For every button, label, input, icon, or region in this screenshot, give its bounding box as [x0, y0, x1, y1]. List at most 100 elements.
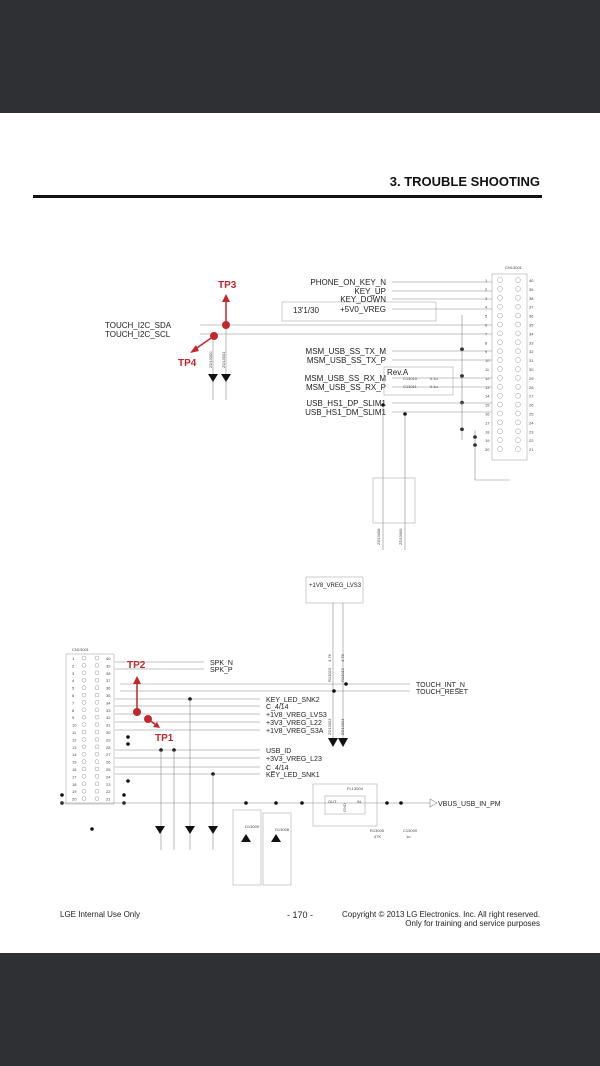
tp4-label: TP4 [178, 358, 197, 369]
pin-number: 38 [529, 296, 534, 301]
pin-pad [497, 312, 503, 319]
pin-number: 19 [72, 789, 77, 794]
pin-pad [81, 759, 87, 764]
header-rule [33, 195, 542, 198]
footer-copyright: Copyright © 2013 LG Electronics. Inc. Al… [342, 910, 540, 928]
pin-pad [94, 670, 100, 676]
pin-pad [81, 781, 87, 787]
pin-pad [94, 751, 100, 757]
page-number: - 170 - [287, 910, 314, 920]
pin-pad [81, 655, 87, 661]
bottom-signal-label: SPK_N [210, 660, 233, 667]
pin-number: 40 [106, 656, 111, 661]
pin-number: 27 [529, 394, 534, 399]
filter-ref: FL13004 [347, 786, 364, 791]
pin-number: 6 [72, 693, 75, 698]
pin-number: 20 [485, 447, 490, 452]
pin-number: 39 [106, 663, 111, 668]
pin-number: 34 [529, 331, 534, 336]
pin-pad [515, 295, 521, 301]
diode-d13009: D13009 [245, 824, 260, 829]
junction-dot [60, 793, 64, 797]
pin-pad [497, 428, 503, 435]
pin-number: 5 [485, 314, 488, 319]
r13005-val: 47K [374, 834, 381, 839]
pin-pad [497, 339, 503, 346]
pin-pad [515, 277, 521, 283]
pin-pad [81, 714, 87, 720]
signal-touch-reset: TOUCH_RESET [416, 689, 469, 696]
pin-number: 8 [72, 708, 75, 713]
junction-dot [126, 779, 130, 783]
filter-out: OUT [328, 799, 337, 804]
pin-pad [81, 663, 87, 668]
r13023-val: 4.7K [327, 653, 332, 662]
pin-pad [81, 729, 87, 735]
pin-number: 14 [485, 394, 490, 399]
pin-pad [81, 774, 87, 779]
bottom-signal-label: USB_ID [266, 748, 291, 755]
pin-number: 14 [72, 752, 77, 757]
pin-number: 33 [106, 708, 111, 713]
bottom-signal-label: +3V3_VREG_L22 [266, 720, 322, 727]
pin-number: 5 [72, 686, 75, 691]
pin-number: 39 [529, 287, 534, 292]
pin-pad [94, 700, 100, 705]
pin-pad [94, 655, 100, 661]
pin-pad [515, 366, 521, 372]
pin-number: 13 [72, 745, 77, 750]
bottom-signal-label: C_4/14 [266, 704, 289, 711]
pin-pad [515, 303, 521, 310]
cap-c13010-val: 0.1u [430, 376, 438, 381]
pin-number: 23 [106, 782, 111, 787]
signal-touch-i2c-sda: TOUCH_I2C_SDA [105, 321, 172, 330]
pin-number: 30 [529, 367, 534, 372]
pin-number: 32 [106, 715, 111, 720]
pin-number: 20 [72, 797, 77, 802]
pin-pad [81, 751, 87, 757]
pin-number: 9 [485, 349, 488, 354]
bottom-signal-label: SPK_P [210, 667, 233, 674]
signal-label: PHONE_ON_KEY_N [310, 278, 386, 287]
pin-number: 28 [106, 745, 111, 750]
pin-pad [497, 410, 503, 417]
pin-number: 4 [485, 305, 488, 310]
pin-number: 19 [485, 438, 490, 443]
bottom-signals: SPK_NSPK_PKEY_LED_SNK2C_4/14+1V8_VREG_LV… [115, 660, 327, 850]
pin-pad [81, 788, 87, 794]
pin-pad [81, 670, 87, 676]
pin-pad [81, 700, 87, 705]
pin-number: 10 [485, 358, 490, 363]
pin-number: 22 [106, 789, 111, 794]
pin-number: 36 [106, 686, 111, 691]
pin-number: 8 [485, 340, 488, 345]
pin-pad [94, 766, 100, 772]
top-connector-ref: CN13001 [505, 265, 523, 270]
pin-pad [94, 796, 100, 801]
filter-in: IN [357, 799, 361, 804]
bottom-signal-label: +3V3_VREG_L23 [266, 756, 322, 763]
signal-label: +5V0_VREG [340, 305, 386, 314]
pin-pad [497, 303, 503, 310]
pin-pad [94, 663, 100, 668]
signal-touch-i2c-scl: TOUCH_I2C_SCL [105, 330, 171, 339]
cap-c13011-val: 0.1u [430, 384, 438, 389]
pin-number: 2 [485, 287, 488, 292]
signal-vbus-usb-in-pm: VBUS_USB_IN_PM [438, 801, 501, 808]
date-note: 13'1/30 [293, 306, 320, 315]
pin-pad [94, 692, 100, 698]
pin-number: 18 [72, 782, 77, 787]
footer-internal: LGE Internal Use Only [60, 910, 141, 919]
cap-c13010-ref: C13010 [403, 376, 418, 381]
pin-number: 23 [529, 429, 534, 434]
pin-pad [94, 759, 100, 764]
pin-number: 29 [529, 376, 534, 381]
pin-number: 10 [72, 723, 77, 728]
pin-pad [515, 375, 521, 381]
pin-pad [497, 375, 503, 381]
training-notice: Only for training and service purposes [405, 919, 540, 928]
diode-zd13001: ZD13001 [221, 351, 226, 368]
